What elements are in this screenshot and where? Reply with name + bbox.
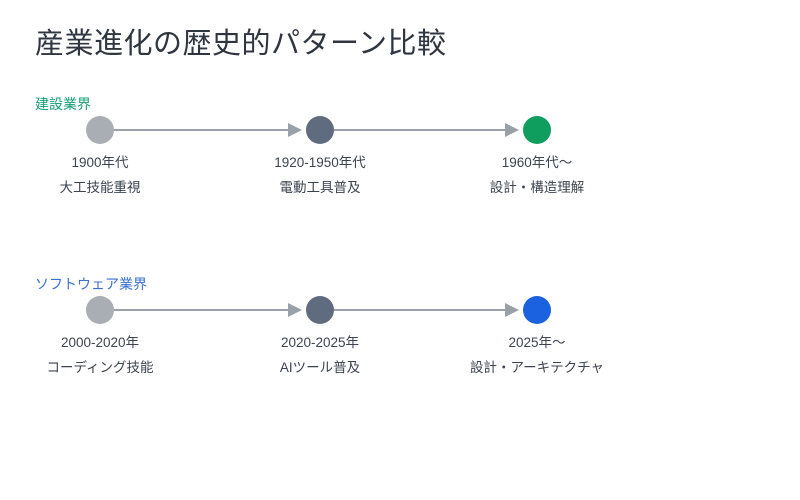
node-dot-icon [306,116,334,144]
node-dot-icon [523,116,551,144]
node-period-label: 1900年代 [71,155,129,170]
node-description-label: 設計・構造理解 [489,180,585,195]
node-period-label: 2020-2025年 [280,335,360,350]
node-dot-icon [306,296,334,324]
node-dot-icon [523,296,551,324]
node-description-label: AIツール普及 [279,360,361,375]
node-description-label: コーディング技能 [46,360,154,375]
timeline-label-software: ソフトウェア業界 [35,276,147,292]
node-dot-icon [86,116,114,144]
timeline-label-construction: 建設業界 [35,96,91,112]
page-title: 産業進化の歴史的パターン比較 [35,28,447,60]
timeline-construction: 建設業界 1900年代 大工技能重視 1920-1950年代 電動工具普及 19… [0,95,800,225]
node-period-label: 2000-2020年 [60,335,140,350]
node-period-label: 1960年代〜 [501,155,573,170]
node-period-label: 1920-1950年代 [274,155,366,170]
timeline-software: ソフトウェア業界 2000-2020年 コーディング技能 2020-2025年 … [0,275,800,405]
node-dot-icon [86,296,114,324]
node-description-label: 設計・アーキテクチャ [469,360,605,375]
node-period-label: 2025年〜 [508,335,566,350]
node-description-label: 電動工具普及 [279,180,361,195]
node-description-label: 大工技能重視 [59,180,141,195]
